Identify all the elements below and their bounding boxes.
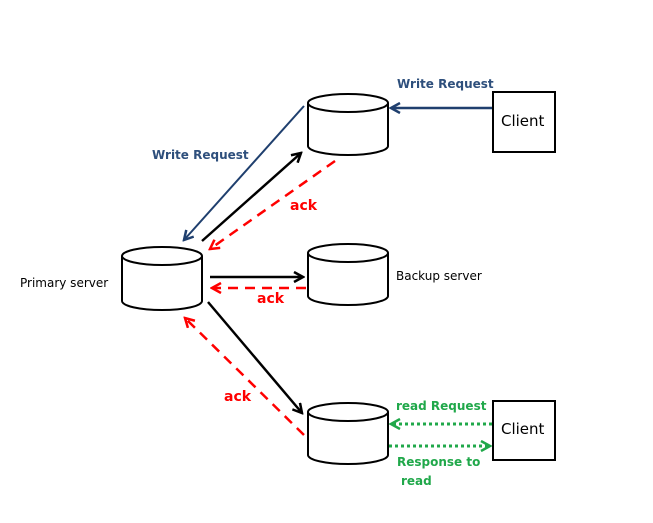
client-top-label: Client bbox=[501, 112, 545, 130]
read-response-label-line2: read bbox=[401, 474, 432, 488]
ack-arrow-bottom bbox=[185, 318, 305, 436]
write-request-arrow-primary bbox=[184, 105, 305, 240]
primary-server-label: Primary server bbox=[20, 276, 109, 290]
backup-server-label: Backup server bbox=[396, 269, 482, 283]
write-request-client-label: Write Request bbox=[397, 77, 494, 91]
primary-server-icon bbox=[121, 246, 203, 311]
bottom-server-icon bbox=[307, 402, 389, 465]
client-bottom-box bbox=[492, 400, 556, 461]
ack-arrow-top bbox=[210, 159, 336, 249]
client-bottom-label: Client bbox=[501, 420, 545, 438]
top-server-icon bbox=[307, 93, 389, 156]
ack-middle-label: ack bbox=[257, 291, 285, 307]
replicate-arrow-bottom bbox=[207, 301, 302, 413]
ack-bottom-label: ack bbox=[224, 389, 252, 405]
backup-server-icon bbox=[307, 243, 389, 306]
write-request-primary-label: Write Request bbox=[152, 148, 249, 162]
read-request-label: read Request bbox=[396, 399, 487, 413]
replicate-arrow-top bbox=[201, 153, 301, 242]
client-top-box bbox=[492, 91, 556, 153]
ack-top-label: ack bbox=[290, 198, 318, 214]
read-response-label-line1: Response to bbox=[397, 455, 481, 469]
